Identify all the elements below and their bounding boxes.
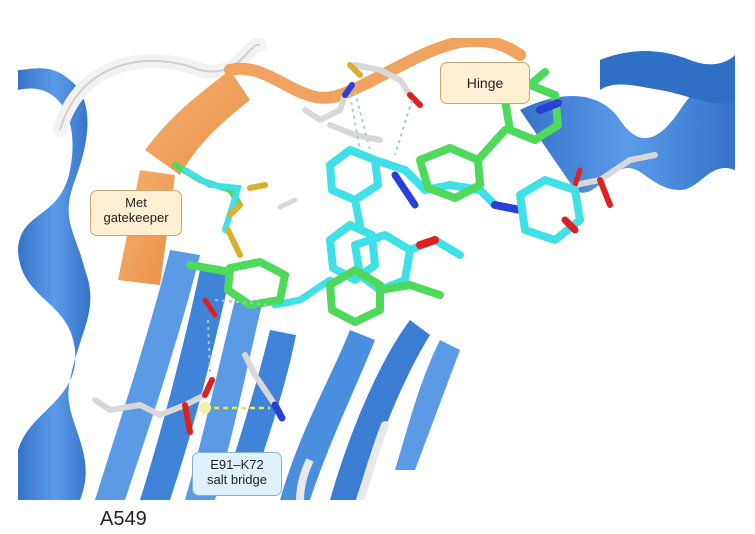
salt-bridge-label-line2: salt bridge [207, 472, 267, 487]
salt-bridge-dash [199, 402, 270, 414]
met-gatekeeper-sticks [172, 162, 298, 258]
salt-bridge-label-line1: E91–K72 [210, 457, 264, 472]
hydrogen-bond-dashes [207, 91, 413, 376]
gatekeeper-callout: Met gatekeeper [90, 190, 182, 236]
ligand-cyan [271, 146, 584, 309]
protein-ribbons [18, 34, 735, 504]
panel-label: A549 [100, 508, 147, 530]
side-chain-right [572, 152, 658, 208]
hinge-label: Hinge [466, 75, 504, 91]
salt-bridge-residues [92, 297, 286, 435]
hinge-callout: Hinge [440, 62, 530, 104]
gatekeeper-label-line1: Met [125, 195, 147, 210]
gatekeeper-label-line2: gatekeeper [103, 210, 169, 225]
ligand-green [186, 68, 562, 326]
salt-bridge-callout: E91–K72 salt bridge [192, 452, 282, 496]
hinge-residue-sticks [302, 62, 423, 143]
